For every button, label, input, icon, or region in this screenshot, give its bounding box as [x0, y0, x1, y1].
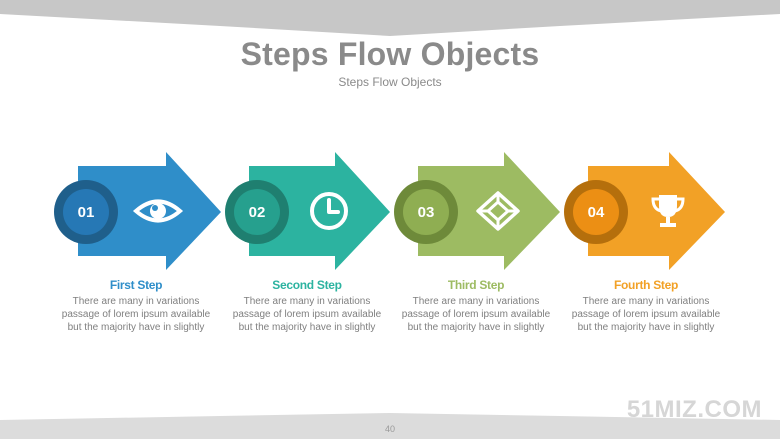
arrow-shape [249, 152, 390, 270]
step-arrow [588, 152, 725, 270]
step-number-badge: 02 [225, 180, 289, 244]
step-number: 02 [234, 189, 280, 235]
top-banner-shape [0, 0, 780, 36]
step-number: 03 [403, 189, 449, 235]
eye-icon [132, 199, 184, 223]
step-1: 01 First Step There are many in variatio… [54, 150, 229, 360]
step-number: 01 [63, 189, 109, 235]
step-title: First Step [109, 278, 163, 292]
step-number-badge: 04 [564, 180, 628, 244]
slide-subtitle: Steps Flow Objects [338, 75, 442, 89]
step-description: There are many in variations passage of … [571, 296, 721, 333]
arrow-shape [78, 152, 221, 270]
step-4: 04 Fourth Step There are many in variati… [564, 150, 739, 360]
clock-icon [310, 192, 348, 230]
arrow-shape [588, 152, 725, 270]
step-title: Third Step [447, 278, 505, 292]
step-number-badge: 01 [54, 180, 118, 244]
step-description: There are many in variations passage of … [61, 296, 211, 333]
cube-icon [476, 191, 520, 231]
step-3: 03 Third Step There are many in variatio… [394, 150, 569, 360]
step-2: 02 Second Step There are many in variati… [225, 150, 400, 360]
trophy-icon [651, 195, 685, 227]
step-description: There are many in variations passage of … [232, 296, 382, 333]
page-number: 40 [384, 424, 395, 434]
step-number: 04 [573, 189, 619, 235]
step-description: There are many in variations passage of … [401, 296, 551, 333]
step-arrow [78, 152, 221, 270]
step-arrow [249, 152, 390, 270]
bottom-banner-shape [0, 413, 780, 439]
slide-title: Steps Flow Objects [240, 36, 540, 72]
step-title: Fourth Step [613, 278, 679, 292]
step-title: Second Step [272, 278, 342, 292]
watermark-logo: 51MIZ.COM [626, 396, 762, 423]
step-number-badge: 03 [394, 180, 458, 244]
